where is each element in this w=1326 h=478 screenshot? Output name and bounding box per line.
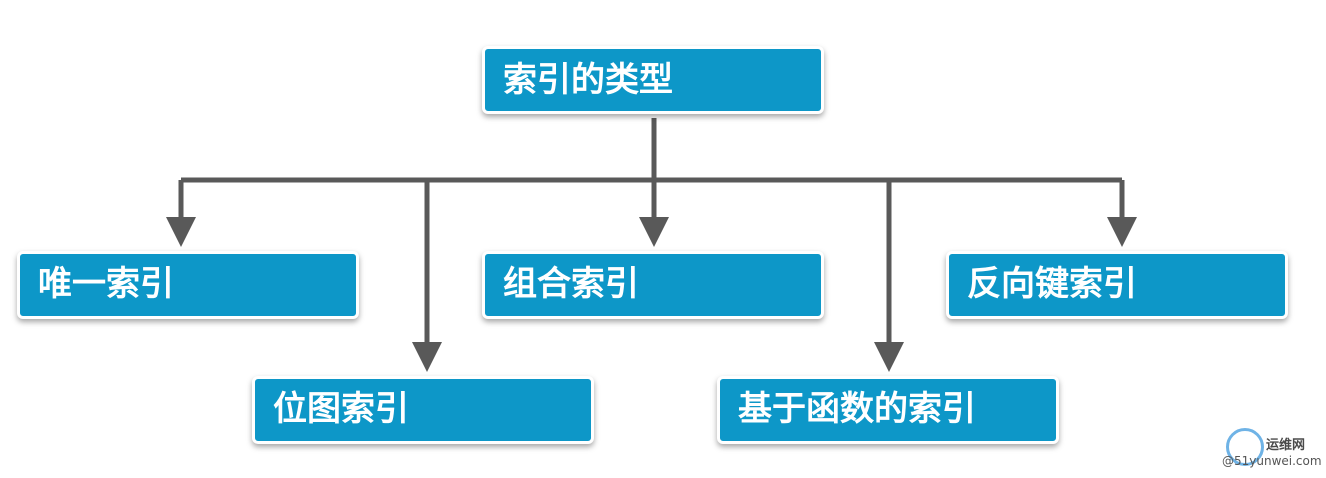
node-bitmap-index: 位图索引 <box>252 376 594 444</box>
root-node: 索引的类型 <box>482 46 824 114</box>
watermark-bottom-text: @51yunwei.com <box>1222 454 1322 468</box>
watermark-logo-icon <box>1226 428 1264 466</box>
node-reverse-key-index: 反向键索引 <box>946 251 1288 319</box>
node-unique-index: 唯一索引 <box>17 251 359 319</box>
node-function-based-index: 基于函数的索引 <box>717 376 1059 444</box>
node-composite-index: 组合索引 <box>482 251 824 319</box>
watermark-top-text: 运维网 <box>1266 438 1306 453</box>
watermark: 运维网 @51yunwei.com <box>1222 428 1326 478</box>
